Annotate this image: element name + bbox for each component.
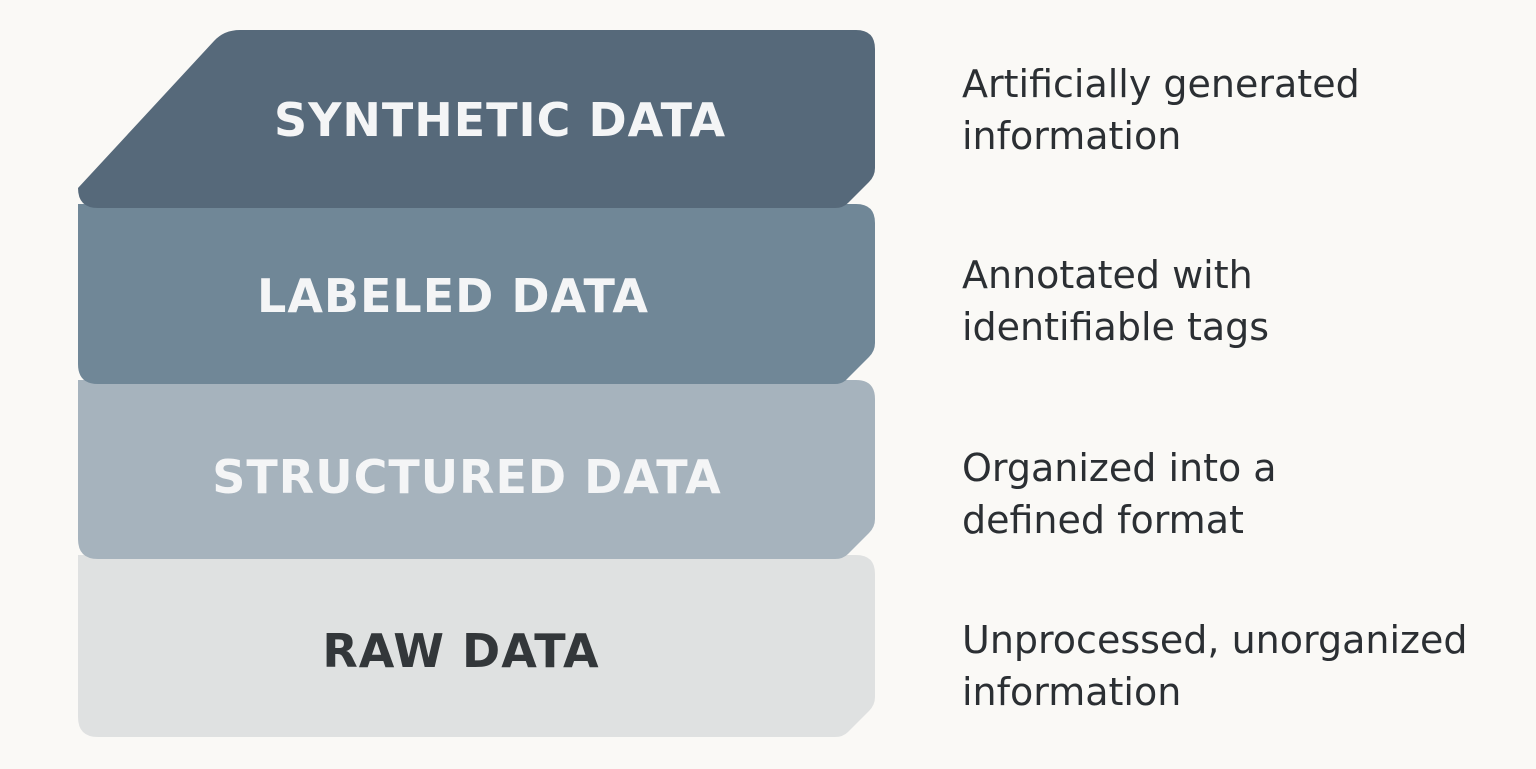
synthetic-data-label: SYNTHETIC DATA [274, 93, 726, 147]
synthetic-data-block [78, 30, 875, 208]
description-line: identifiable tags [962, 305, 1270, 349]
labeled-data-block [78, 204, 875, 384]
description-line: information [962, 670, 1182, 714]
layer-raw-data: RAW DATA [78, 555, 875, 737]
description-line: Unprocessed, unorganized [962, 618, 1468, 662]
description-line: Artificially generated [962, 62, 1360, 106]
layer-structured-data: STRUCTURED DATA [78, 380, 875, 559]
description-line: defined format [962, 498, 1244, 542]
layer-synthetic-data: SYNTHETIC DATA [78, 30, 875, 208]
raw-data-block [78, 555, 875, 737]
synthetic-data-description: Artificially generated information [962, 58, 1522, 162]
description-line: information [962, 114, 1182, 158]
labeled-data-description: Annotated with identifiable tags [962, 249, 1522, 353]
layer-labeled-data: LABELED DATA [78, 204, 875, 384]
description-line: Annotated with [962, 253, 1253, 297]
raw-data-description: Unprocessed, unorganized information [962, 614, 1522, 718]
description-line: Organized into a [962, 446, 1277, 490]
labeled-data-label: LABELED DATA [257, 269, 649, 323]
structured-data-label: STRUCTURED DATA [212, 450, 721, 504]
structured-data-description: Organized into a defined format [962, 442, 1522, 546]
structured-data-block [78, 380, 875, 559]
raw-data-label: RAW DATA [322, 624, 599, 678]
